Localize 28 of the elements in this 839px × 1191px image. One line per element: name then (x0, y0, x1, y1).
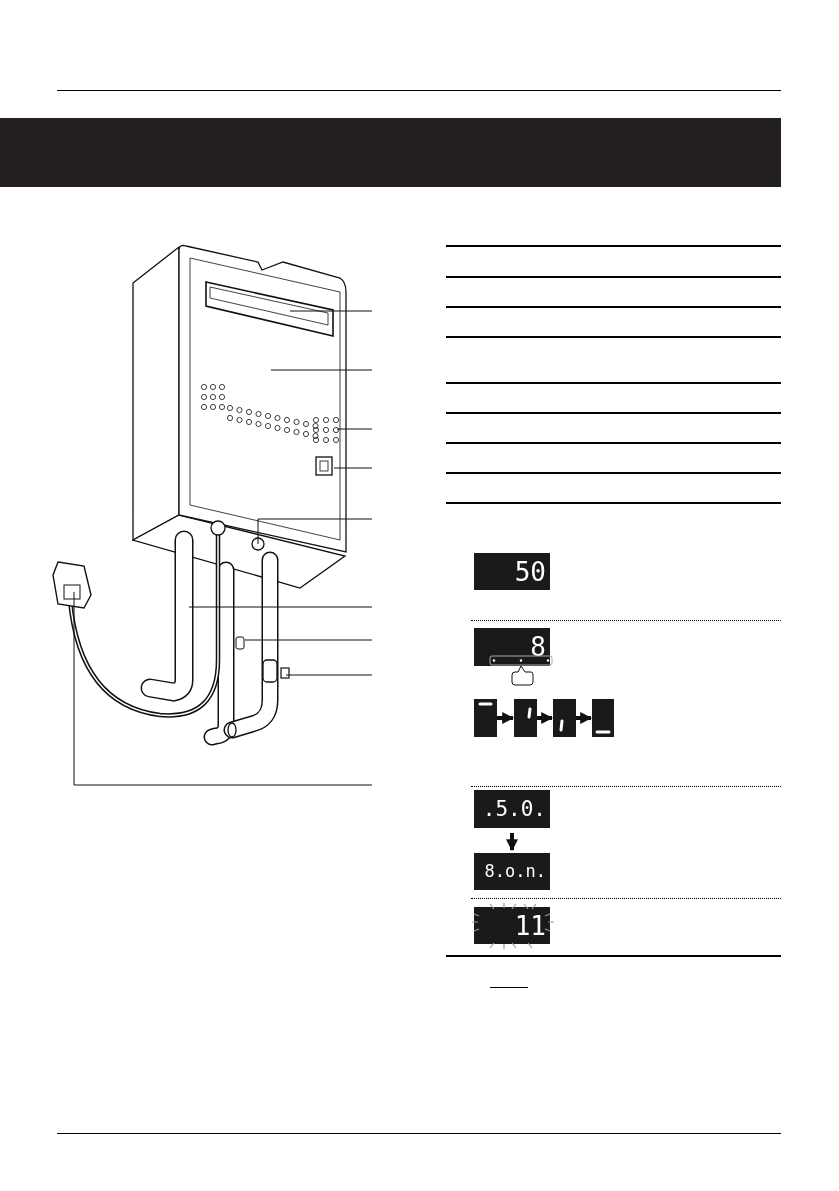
leader-line (285, 674, 373, 676)
display-reading: 8.o.n. (484, 863, 546, 880)
arrow (537, 712, 554, 724)
display-reading: 8 (530, 634, 546, 660)
segment-display (553, 699, 576, 737)
leader-line (333, 467, 373, 469)
led-display (474, 553, 550, 590)
segment-display (514, 699, 537, 737)
leader-line (270, 369, 373, 371)
arrow (506, 833, 518, 852)
led-display (474, 853, 550, 890)
display-reading: 11 (514, 912, 546, 939)
leader-line (289, 310, 373, 312)
display-reading: 50 (514, 558, 546, 585)
leader-line (188, 606, 373, 608)
leader-line (336, 428, 373, 430)
title-bar (0, 118, 781, 187)
led-display (474, 790, 550, 828)
display-reading: .5.0. (482, 798, 546, 820)
segment-display (592, 699, 614, 737)
arrow (497, 712, 515, 724)
leader-line (257, 518, 373, 545)
arrow (576, 712, 593, 724)
leader-line (244, 639, 373, 641)
segment-display (474, 699, 497, 737)
led-display (474, 907, 550, 944)
led-display (474, 628, 550, 666)
leader-line (73, 591, 373, 786)
